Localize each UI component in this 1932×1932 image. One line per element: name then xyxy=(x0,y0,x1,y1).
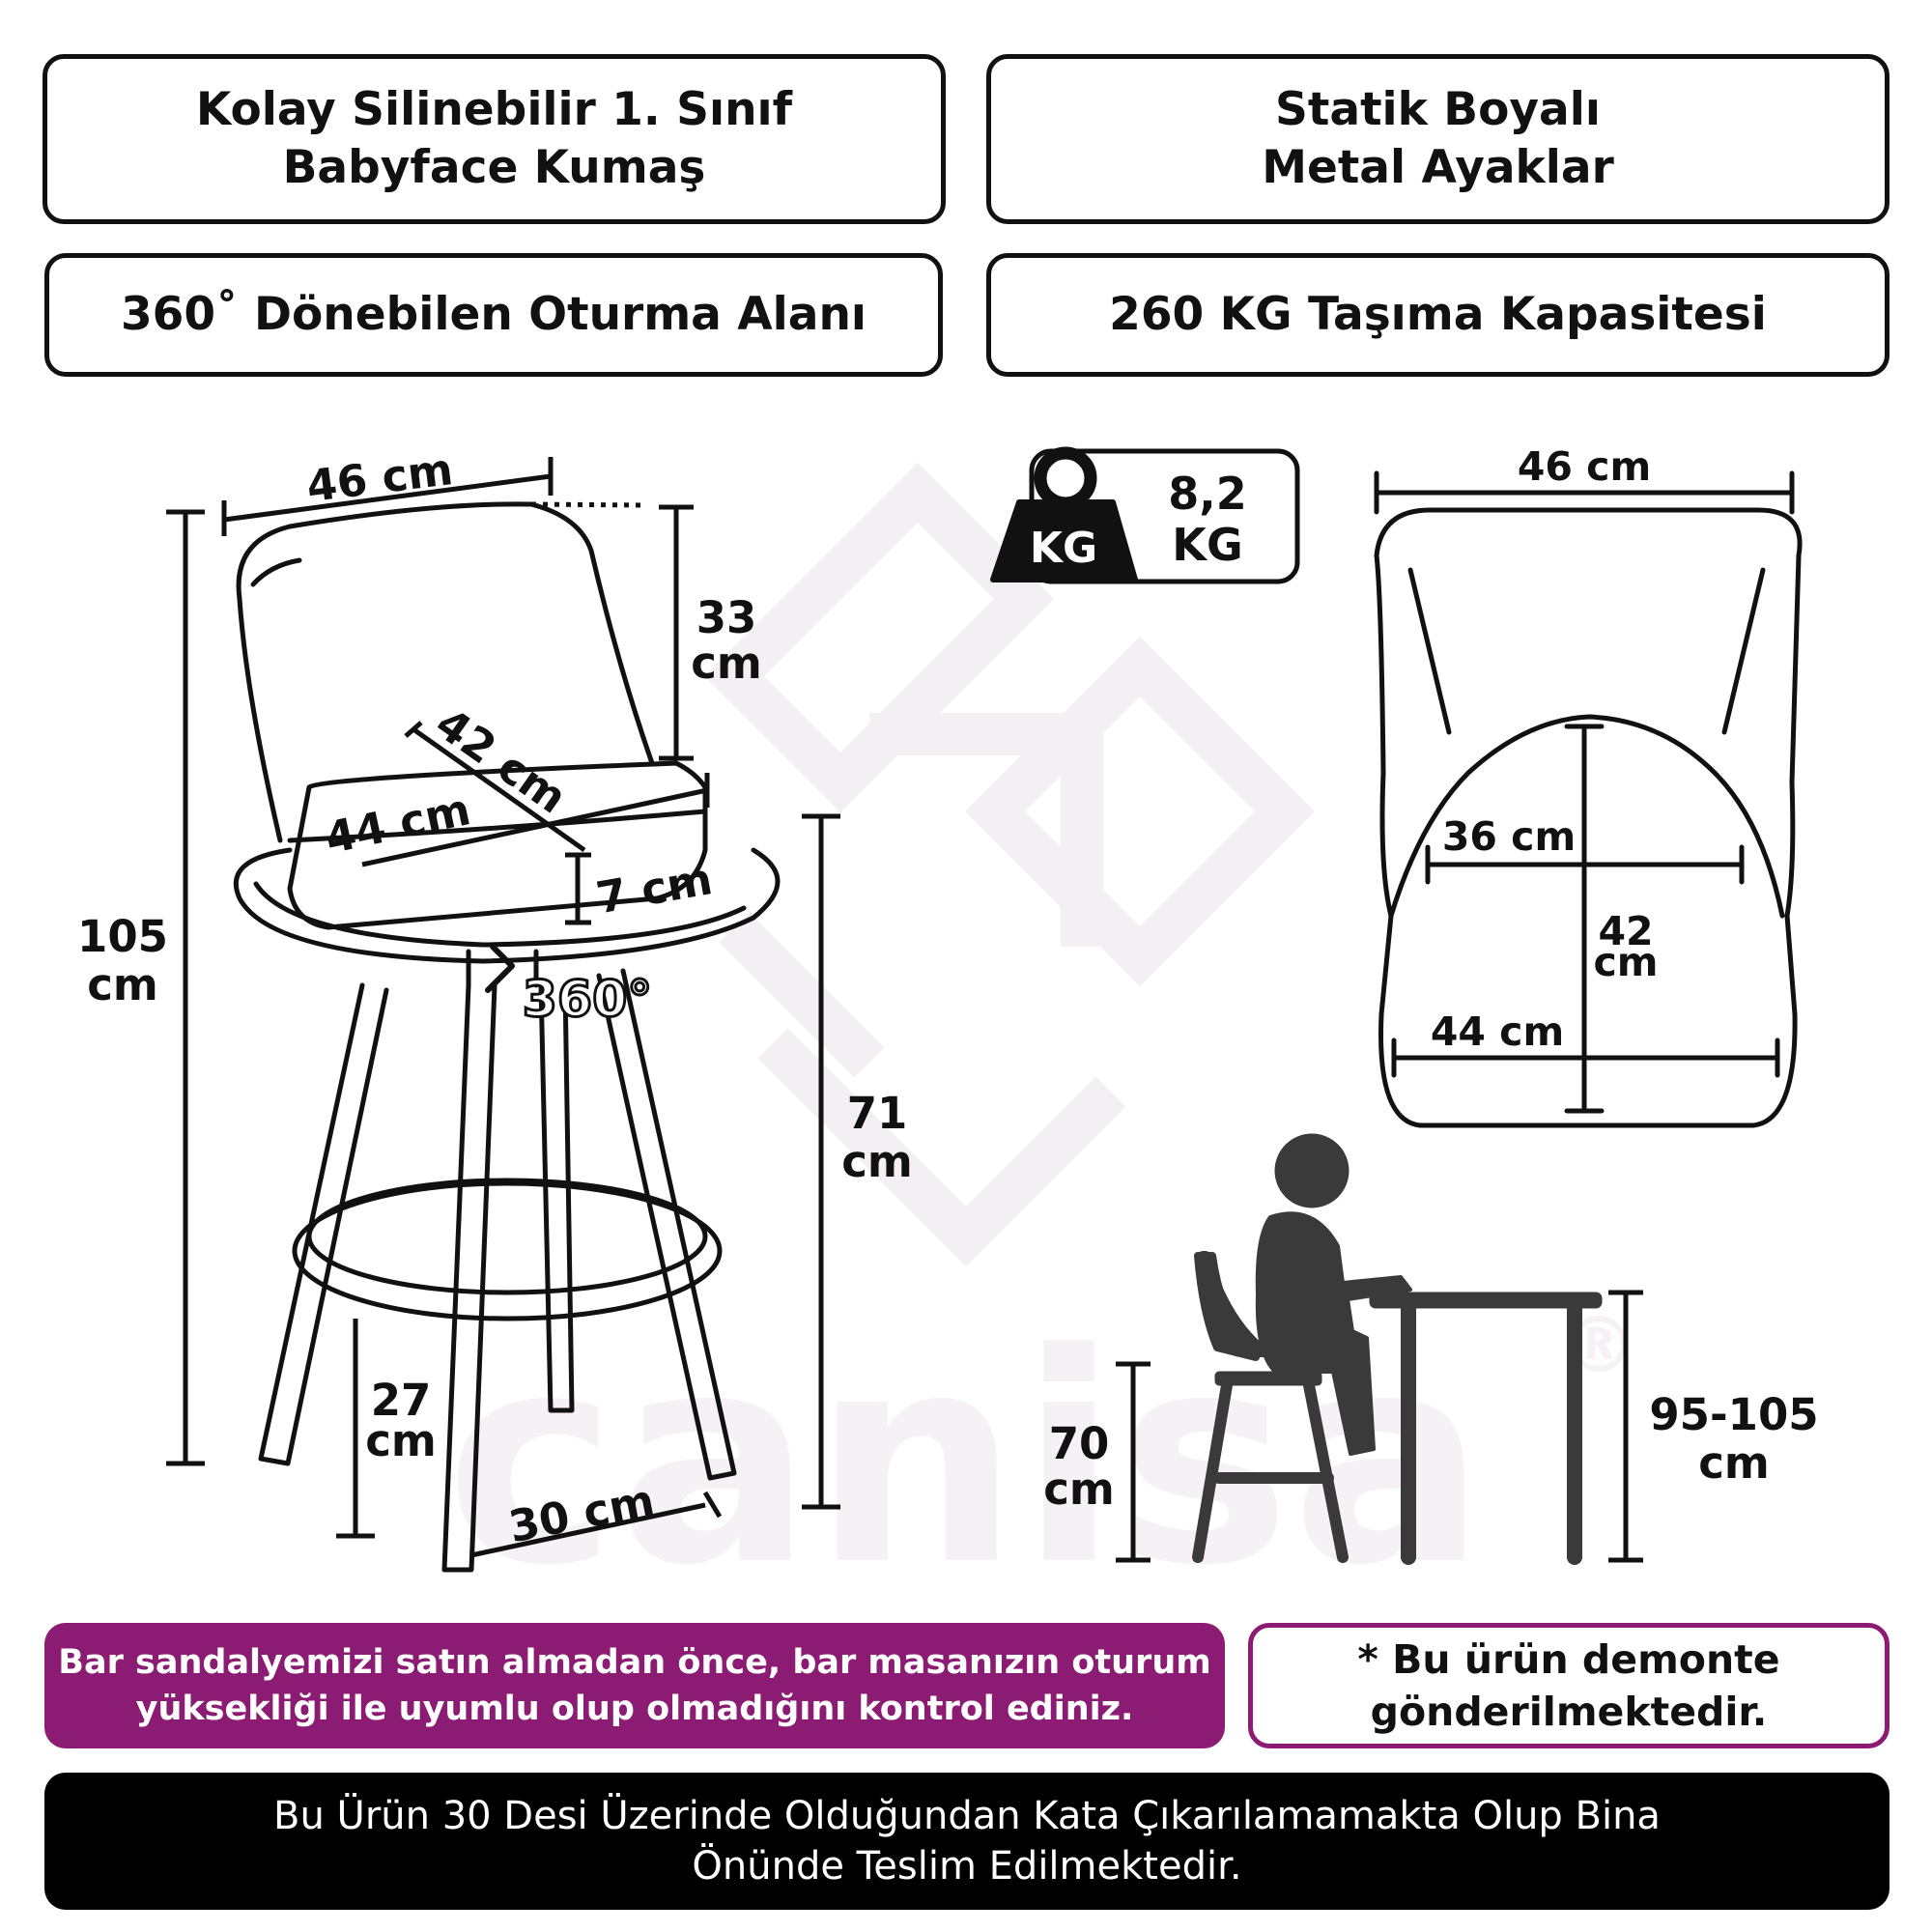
label-chair-height-unit: cm xyxy=(1043,1463,1115,1515)
warning-line2: yüksekliği ile uyumlu olup olmadığını ko… xyxy=(135,1690,1134,1728)
assembly-line1: * Bu ürün demonte xyxy=(1357,1636,1780,1683)
top-label-depth-42: 42 xyxy=(1598,908,1653,954)
top-label-inner-36: 36 cm xyxy=(1442,813,1576,860)
weight-badge: KG 8,2 KG xyxy=(990,446,1300,584)
feature-legs: Statik Boyalı Metal Ayaklar xyxy=(986,54,1889,224)
top-view-labels: 46 cm 36 cm 42 cm 44 cm xyxy=(1431,443,1659,1055)
label-back-height-33: 33 xyxy=(696,592,757,643)
person-head xyxy=(1274,1133,1350,1208)
label-chair-height-70: 70 xyxy=(1049,1418,1110,1469)
compatibility-warning: Bar sandalyemizi satın almadan önce, bar… xyxy=(44,1623,1225,1748)
table-top xyxy=(1369,1292,1603,1309)
label-footrest-unit: cm xyxy=(365,1415,437,1466)
label-seat-height-71: 71 xyxy=(847,1088,908,1139)
label-footrest-27: 27 xyxy=(371,1375,432,1426)
weight-icon-label: KG xyxy=(1030,524,1097,573)
feature-rotation: 360˚ Dönebilen Oturma Alanı xyxy=(44,253,943,377)
usage-labels: 70 cm 95-105 cm xyxy=(1043,1389,1818,1515)
label-total-height-unit: cm xyxy=(87,959,158,1010)
label-table-height: 95-105 xyxy=(1649,1389,1818,1440)
weight-icon-ring xyxy=(1034,446,1097,510)
top-label-seat-44: 44 cm xyxy=(1431,1009,1564,1055)
weight-unit: KG xyxy=(1172,519,1242,571)
top-view-seat xyxy=(1374,470,1803,1128)
feature-rotation-text: 360˚ Dönebilen Oturma Alanı xyxy=(120,288,867,341)
kg-weight-icon xyxy=(990,499,1138,582)
label-total-height-105: 105 xyxy=(77,911,168,962)
watermark-logo: canisa ® xyxy=(445,462,1637,1604)
feature-legs-line1: Statik Boyalı xyxy=(1275,83,1601,136)
label-back-height-unit: cm xyxy=(691,638,762,689)
side-view-dimension-lines xyxy=(166,457,840,1558)
top-label-depth-unit: cm xyxy=(1593,939,1658,985)
feature-capacity-text: 260 KG Taşıma Kapasitesi xyxy=(1109,288,1767,341)
warning-line1: Bar sandalyemizi satın almadan önce, bar… xyxy=(58,1643,1211,1682)
assembly-line2: gönderilmektedir. xyxy=(1370,1689,1768,1735)
table-legs xyxy=(1401,1300,1582,1565)
dimension-diagram: canisa ® xyxy=(77,443,1819,1604)
feature-capacity: 260 KG Taşıma Kapasitesi xyxy=(986,253,1889,377)
delivery-note: Bu Ürün 30 Desi Üzerinde Olduğundan Kata… xyxy=(44,1773,1889,1910)
feature-fabric-line2: Babyface Kumaş xyxy=(282,141,706,194)
chair-seat xyxy=(1214,1371,1322,1386)
delivery-line2: Önünde Teslim Edilmektedir. xyxy=(692,1844,1242,1889)
label-seat-height-unit: cm xyxy=(841,1136,913,1187)
label-table-height-unit: cm xyxy=(1698,1437,1770,1489)
delivery-line1: Bu Ürün 30 Desi Üzerinde Olduğundan Kata… xyxy=(273,1794,1661,1838)
label-swivel-360: 360° xyxy=(523,971,653,1029)
usage-dimension-lines xyxy=(1116,1290,1643,1563)
assembly-note: * Bu ürün demonte gönderilmektedir. xyxy=(1248,1623,1889,1748)
usage-illustration xyxy=(1192,1133,1603,1565)
feature-legs-line2: Metal Ayaklar xyxy=(1262,141,1614,194)
label-width-46: 46 cm xyxy=(304,443,456,512)
bar-stool-side-view xyxy=(233,501,781,1573)
weight-value: 8,2 xyxy=(1168,468,1247,520)
feature-fabric: Kolay Silinebilir 1. Sınıf Babyface Kuma… xyxy=(43,54,946,224)
feature-fabric-line1: Kolay Silinebilir 1. Sınıf xyxy=(195,83,793,136)
chair-legs xyxy=(1192,1379,1349,1563)
top-label-width-46: 46 cm xyxy=(1518,443,1651,490)
